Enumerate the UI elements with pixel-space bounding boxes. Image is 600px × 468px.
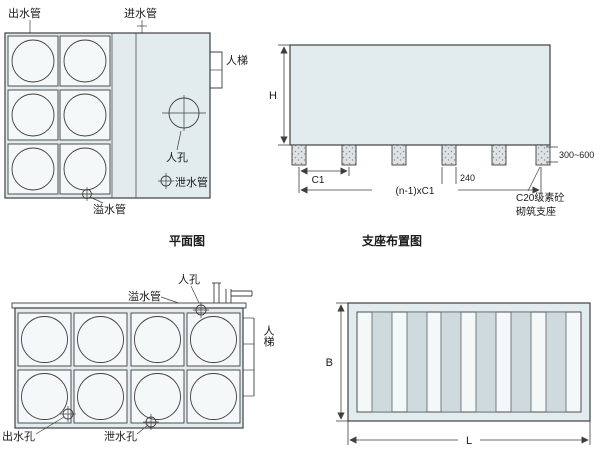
drain-hole-label: 泄水孔 bbox=[104, 430, 137, 443]
concrete-note: C20级素砼 砌筑支座 bbox=[516, 166, 564, 218]
support-height-dimension: 300~600 bbox=[546, 146, 594, 163]
concrete-note-line2: 砌筑支座 bbox=[516, 205, 556, 218]
ladder-symbol-plan bbox=[210, 51, 223, 89]
tank-panel bbox=[7, 89, 59, 141]
support-height-label: 300~600 bbox=[559, 150, 594, 160]
h-dimension-label: H bbox=[269, 90, 277, 102]
support-plan: B L bbox=[326, 302, 591, 447]
span-dimension: (n-1)xC1 bbox=[300, 167, 542, 197]
tank-panel bbox=[130, 312, 185, 367]
tank-panel bbox=[130, 369, 185, 424]
ladder-label-front: 人梯 bbox=[262, 325, 275, 348]
tank-panel bbox=[73, 369, 128, 424]
support-elevation: H C1 240 (n-1)xC1 bbox=[269, 44, 594, 248]
outlet-hole-label: 出水孔 bbox=[2, 429, 35, 443]
tank-panel bbox=[7, 143, 59, 195]
overflow-leader bbox=[89, 196, 104, 204]
tank-panel bbox=[59, 89, 111, 141]
plan-view-caption: 平面图 bbox=[169, 234, 205, 248]
concrete-note-line1: C20级素砼 bbox=[516, 191, 564, 204]
tank-panel bbox=[7, 35, 59, 87]
tank-panel bbox=[186, 312, 241, 367]
l-dimension-label: L bbox=[466, 435, 472, 447]
overflow-pipe-symbol-plan bbox=[80, 187, 94, 201]
plan-view: 出水管 进水管 人梯 人孔 泄水管 bbox=[4, 6, 248, 248]
manhole-symbol-front bbox=[193, 302, 209, 318]
span-dimension-label: (n-1)xC1 bbox=[396, 186, 435, 197]
outlet-hole-symbol bbox=[60, 406, 76, 422]
support-plan-inner bbox=[356, 311, 582, 413]
supports bbox=[291, 144, 551, 166]
tank-panel bbox=[186, 369, 241, 424]
ladder-label-plan: 人梯 bbox=[226, 54, 248, 67]
support-elevation-caption: 支座布置图 bbox=[361, 233, 422, 248]
support-stripes bbox=[371, 311, 567, 413]
support-width-dimension: 240 bbox=[441, 167, 475, 184]
manhole-label-front: 人孔 bbox=[178, 273, 200, 286]
tank-panel bbox=[73, 312, 128, 367]
support-width-label: 240 bbox=[460, 173, 475, 183]
l-dimension: L bbox=[347, 421, 591, 447]
b-dimension-label: B bbox=[326, 357, 333, 369]
h-dimension: H bbox=[269, 44, 290, 146]
tank-lid bbox=[11, 302, 247, 309]
outlet-pipe-label: 出水管 bbox=[8, 6, 41, 20]
manhole-label-plan: 人孔 bbox=[166, 151, 188, 164]
manhole-symbol-plan bbox=[162, 95, 206, 131]
drain-hole-symbol bbox=[143, 414, 159, 430]
drain-pipe-symbol-plan bbox=[158, 173, 174, 189]
c1-dimension: C1 bbox=[298, 167, 350, 193]
manhole-leader-front bbox=[190, 285, 201, 306]
drain-pipe-label-plan: 泄水管 bbox=[175, 175, 208, 189]
ladder-symbol-front bbox=[243, 317, 255, 397]
tank-panel bbox=[59, 35, 111, 87]
b-dimension: B bbox=[326, 302, 348, 422]
manhole-leader bbox=[176, 130, 182, 151]
outlet-hole-leader bbox=[35, 416, 65, 435]
c1-dimension-label: C1 bbox=[312, 175, 325, 186]
front-view: 人孔 溢水管 bbox=[2, 273, 275, 443]
drain-hole-leader bbox=[136, 424, 149, 435]
overflow-pipe-label-plan: 溢水管 bbox=[93, 202, 126, 216]
tank-panel bbox=[17, 312, 72, 367]
tank-body-elevation bbox=[289, 44, 551, 146]
tank-panel bbox=[59, 143, 111, 195]
inlet-pipe-label: 进水管 bbox=[124, 6, 157, 20]
overflow-pipe-label-front: 溢水管 bbox=[128, 289, 161, 303]
